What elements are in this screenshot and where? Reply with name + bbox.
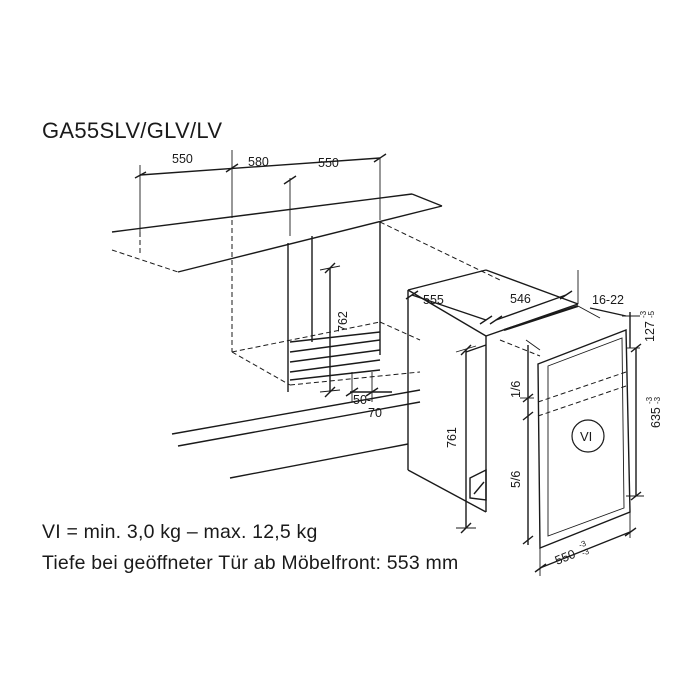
niche-width-left-label: 550 [172,152,193,166]
model-title: GA55SLV/GLV/LV [42,118,223,143]
appliance-height-dimension [455,344,477,534]
floor-lines [171,389,421,479]
fraction-upper-label: 1/6 [509,381,523,398]
appliance-body [407,269,579,513]
door-label: VI [580,429,592,444]
door-height-label: 635 [649,407,663,428]
door-height-tol-upper: -3 [645,396,654,404]
appliance-width-label: 546 [510,292,531,306]
plinth-depth-label-part2: 70 [368,406,382,420]
door-width-tol-upper: -3 [577,539,587,550]
niche-width-right-label: 550 [318,156,339,170]
depth-note: Tiefe bei geöffneter Tür ab Möbelfront: … [42,552,459,574]
door-gap-label: 16-22 [592,293,624,307]
door-top-tol-upper: -3 [639,310,648,318]
plinth-depth-dimension [345,372,392,402]
appliance-depth-label: 555 [423,293,444,307]
fraction-lower-label: 5/6 [509,471,523,488]
door-width-dimension [534,512,637,576]
fraction-dimension [520,339,541,545]
niche-cavity [231,220,501,392]
countertop [111,193,443,273]
appliance-height-label: 761 [445,427,459,448]
door-gap-dimension [577,305,627,319]
door-top-tol-lower: -5 [647,310,656,318]
door-top-dimension [622,312,640,349]
appliance-top-dimensions [405,270,579,325]
door-width-label: 550 [553,547,578,568]
weight-note: VI = min. 3,0 kg – max. 12,5 kg [42,521,318,543]
door-height-tol-lower: -3 [653,396,662,404]
niche-width-mid-label: 580 [248,155,269,169]
niche-height-label: 762 [336,311,350,332]
niche-width-dimension [134,150,387,236]
door-top-label: 127 [643,321,657,342]
niche-height-dimension [319,262,341,398]
door-height-dimension [626,343,644,501]
door-width-tol-lower: -3 [580,547,590,558]
